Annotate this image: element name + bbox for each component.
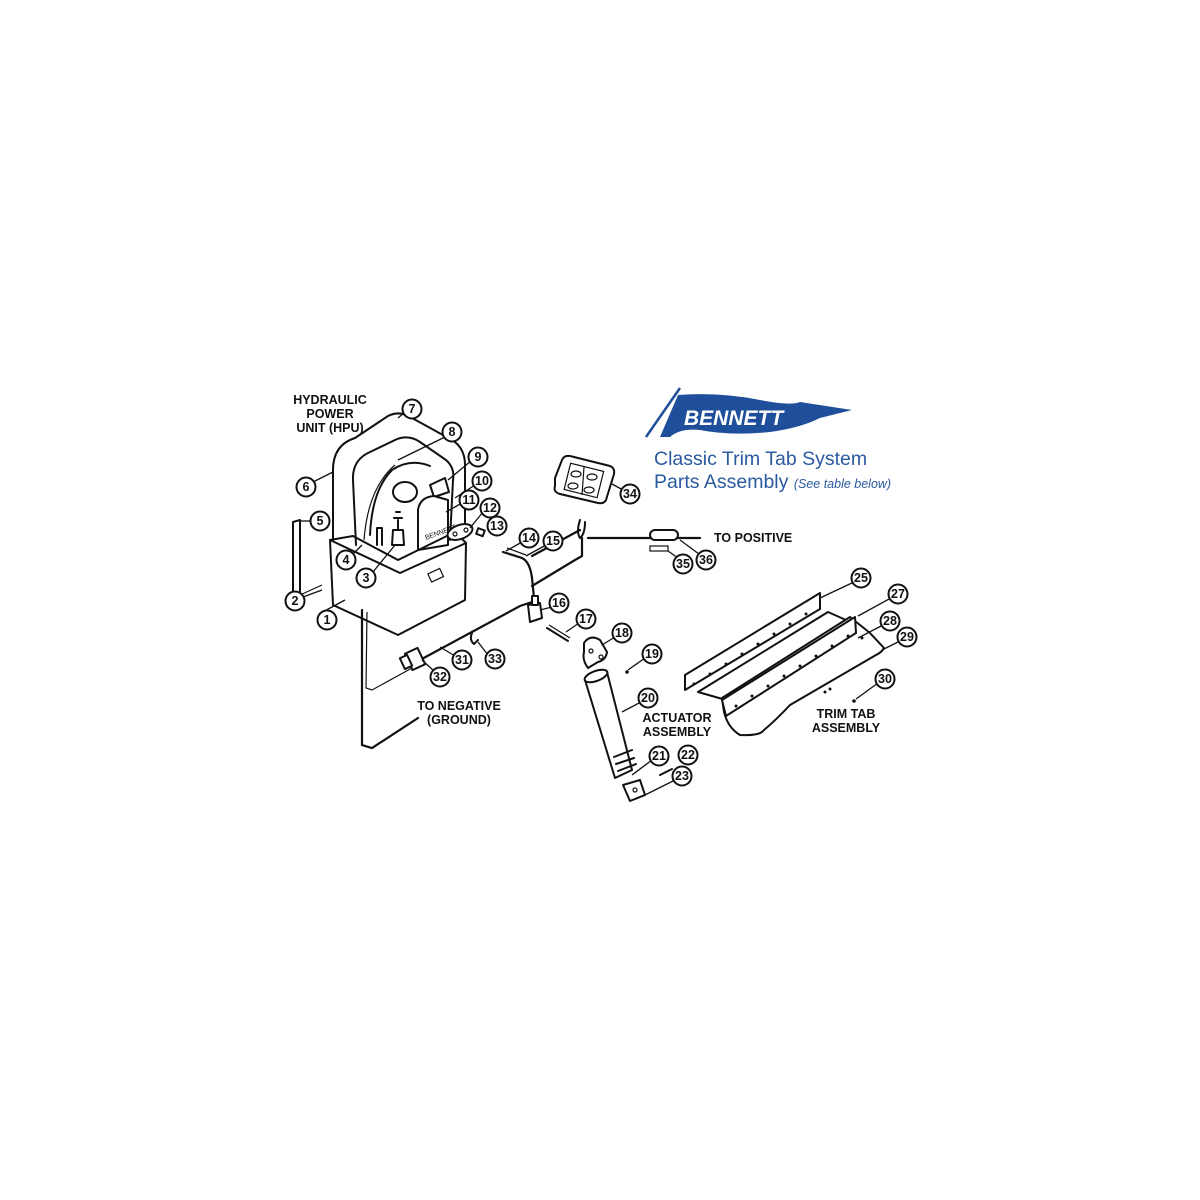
callout-31: 31	[451, 649, 473, 671]
actuator-label-line2: ASSEMBLY	[643, 725, 712, 739]
callout-2: 2	[284, 590, 306, 612]
svg-text:4: 4	[343, 553, 350, 567]
title-line2: Parts Assembly (See table below)	[654, 471, 891, 496]
callout-12: 12	[479, 497, 501, 519]
svg-text:29: 29	[900, 630, 914, 644]
svg-text:25: 25	[854, 571, 868, 585]
logo-text: BENNETT	[684, 407, 785, 430]
callout-13: 13	[486, 515, 508, 537]
svg-text:7: 7	[409, 402, 416, 416]
svg-text:8: 8	[449, 425, 456, 439]
callout-3: 3	[355, 567, 377, 589]
svg-text:1: 1	[324, 613, 331, 627]
svg-text:21: 21	[652, 749, 666, 763]
svg-text:36: 36	[699, 553, 713, 567]
callout-19: 19	[641, 643, 663, 665]
diagram-labels: HYDRAULIC POWER UNIT (HPU) TO POSITIVE T…	[293, 393, 881, 739]
ground-wire	[360, 600, 534, 750]
callout-9: 9	[467, 446, 489, 468]
hpu-label-line3: UNIT (HPU)	[296, 421, 363, 435]
svg-text:12: 12	[483, 501, 497, 515]
callout-6: 6	[295, 476, 317, 498]
callout-8: 8	[441, 421, 463, 443]
to-positive-label: TO POSITIVE	[714, 531, 792, 545]
svg-text:6: 6	[303, 480, 310, 494]
svg-text:3: 3	[363, 571, 370, 585]
svg-text:5: 5	[317, 514, 324, 528]
callout-30: 30	[874, 668, 896, 690]
callout-23: 23	[671, 765, 693, 787]
callouts: 1 2 3 4 5 6 7 8 9 10 11 12 13 14 15 16 1…	[284, 398, 918, 787]
actuator-label-line1: ACTUATOR	[643, 711, 712, 725]
diagram-title: Classic Trim Tab System Parts Assembly (…	[654, 448, 891, 496]
svg-text:13: 13	[490, 519, 504, 533]
callout-14: 14	[518, 527, 540, 549]
title-note: (See table below)	[793, 477, 892, 491]
callout-32: 32	[429, 666, 451, 688]
callout-17: 17	[575, 608, 597, 630]
to-negative-label-line2: (GROUND)	[427, 713, 491, 727]
callout-36: 36	[695, 549, 717, 571]
callout-16: 16	[548, 592, 570, 614]
callout-22: 22	[677, 744, 699, 766]
svg-text:18: 18	[615, 626, 629, 640]
callout-29: 29	[896, 626, 918, 648]
callout-5: 5	[309, 510, 331, 532]
svg-text:14: 14	[522, 531, 536, 545]
callout-21: 21	[648, 745, 670, 767]
svg-text:17: 17	[579, 612, 593, 626]
callout-25: 25	[850, 567, 872, 589]
svg-text:19: 19	[645, 647, 659, 661]
trim-tab-label-line2: ASSEMBLY	[812, 721, 881, 735]
title-line1: Classic Trim Tab System	[654, 448, 868, 470]
hpu-label-line1: HYDRAULIC	[293, 393, 367, 407]
callout-11: 11	[458, 489, 480, 511]
actuator	[582, 636, 673, 802]
svg-text:34: 34	[623, 487, 637, 501]
svg-text:33: 33	[488, 652, 502, 666]
callout-27: 27	[887, 583, 909, 605]
svg-text:30: 30	[878, 672, 892, 686]
trim-tab	[684, 592, 885, 737]
callout-1: 1	[316, 609, 338, 631]
control-switch	[530, 454, 702, 588]
callout-20: 20	[637, 687, 659, 709]
hpu-label-line2: POWER	[306, 407, 353, 421]
svg-text:27: 27	[891, 587, 905, 601]
svg-text:10: 10	[475, 474, 489, 488]
svg-text:22: 22	[681, 748, 695, 762]
callout-7: 7	[401, 398, 423, 420]
callout-34: 34	[619, 483, 641, 505]
svg-text:20: 20	[641, 691, 655, 705]
bennett-logo: BENNETT	[644, 387, 852, 438]
svg-text:28: 28	[883, 614, 897, 628]
svg-text:32: 32	[433, 670, 447, 684]
callout-35: 35	[672, 553, 694, 575]
svg-text:15: 15	[546, 534, 560, 548]
callout-28: 28	[879, 610, 901, 632]
svg-text:9: 9	[475, 450, 482, 464]
svg-text:16: 16	[552, 596, 566, 610]
hydraulic-power-unit: BENNETT	[292, 412, 486, 636]
callout-4: 4	[335, 549, 357, 571]
callout-18: 18	[611, 622, 633, 644]
svg-text:2: 2	[292, 594, 299, 608]
svg-text:23: 23	[675, 769, 689, 783]
to-negative-label-line1: TO NEGATIVE	[417, 699, 501, 713]
svg-text:31: 31	[455, 653, 469, 667]
trim-tab-label-line1: TRIM TAB	[817, 707, 876, 721]
svg-text:11: 11	[462, 493, 475, 507]
callout-15: 15	[542, 530, 564, 552]
callout-33: 33	[484, 648, 506, 670]
title-line2-text: Parts Assembly	[654, 471, 789, 493]
callout-10: 10	[471, 470, 493, 492]
svg-text:35: 35	[676, 557, 690, 571]
